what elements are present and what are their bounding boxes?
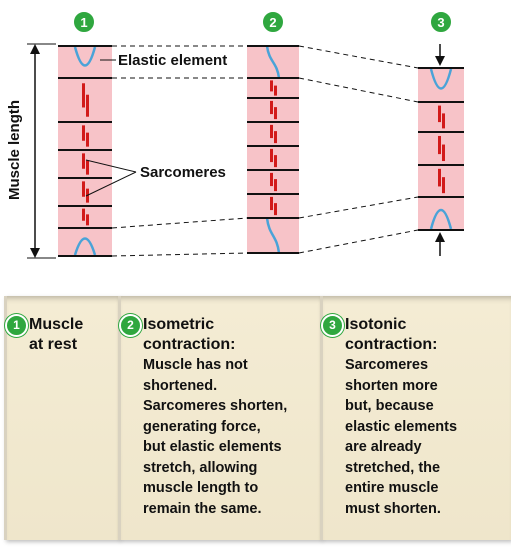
muscle-length-arrow xyxy=(27,43,56,259)
muscle-contraction-diagram: Muscle length Elastic element Sarcomeres… xyxy=(6,10,464,259)
panel-body: Muscle has not shortened. Sarcomeres sho… xyxy=(143,357,288,517)
myofilament xyxy=(82,181,85,197)
myofilament xyxy=(438,105,441,123)
svg-text:3: 3 xyxy=(437,15,444,30)
panel-badge-1: 1 xyxy=(5,314,28,337)
panel-badge-2: 2 xyxy=(119,314,142,337)
myofilament xyxy=(274,155,277,168)
svg-text:1: 1 xyxy=(80,15,87,30)
myofilament xyxy=(82,125,85,141)
myofilament xyxy=(82,83,85,108)
muscle-length-label: Muscle length xyxy=(6,100,23,200)
sarcomeres-label: Sarcomeres xyxy=(140,164,226,181)
muscle-fiber-2 xyxy=(247,45,299,254)
muscle-fiber-3 xyxy=(418,67,464,231)
myofilament xyxy=(82,153,85,169)
elastic-element xyxy=(265,217,281,254)
svg-text:2: 2 xyxy=(269,15,276,30)
stage-badge-1: 1 xyxy=(72,10,96,34)
myofilament xyxy=(270,196,273,211)
panel-body: Sarcomeres shorten more but, because ela… xyxy=(345,357,458,517)
panel-title: Isometric contraction: xyxy=(143,316,236,353)
elastic-element-label: Elastic element xyxy=(118,52,227,69)
myofilament xyxy=(274,179,277,192)
myofilament xyxy=(82,208,85,221)
myofilament xyxy=(270,172,273,187)
sarcomeres-pointer xyxy=(85,159,137,197)
myofilament xyxy=(270,80,273,92)
elastic-element xyxy=(73,46,97,67)
myofilament xyxy=(86,132,89,147)
myofilament xyxy=(86,160,89,175)
myofilament xyxy=(270,148,273,163)
myofilament xyxy=(438,135,441,155)
panel-isometric: 2 Isometric contraction: Muscle has not … xyxy=(118,296,321,540)
myofilament xyxy=(274,107,277,120)
panel-muscle-at-rest: 1 Muscle at rest xyxy=(4,296,119,540)
panel-title: Isotonic contraction: xyxy=(345,316,438,353)
panel-isotonic: 3 Isotonic contraction: Sarcomeres short… xyxy=(320,296,511,540)
myofilament xyxy=(438,168,441,187)
panel-badge-3: 3 xyxy=(321,314,344,337)
myofilament xyxy=(270,100,273,115)
elastic-element xyxy=(265,45,281,79)
myofilament xyxy=(86,214,89,226)
myofilament xyxy=(274,203,277,216)
myofilament xyxy=(442,177,445,194)
compression-arrows xyxy=(435,44,445,256)
myofilament xyxy=(86,94,89,117)
muscle-fiber-1 xyxy=(58,45,112,257)
dashed-connectors xyxy=(111,45,419,257)
myofilament xyxy=(274,131,277,144)
elastic-element xyxy=(429,68,453,90)
panel-title: Muscle at rest xyxy=(29,316,84,353)
myofilament xyxy=(442,113,445,129)
stage-badge-2: 2 xyxy=(261,10,285,34)
myofilament xyxy=(270,124,273,139)
elastic-element xyxy=(429,208,453,230)
stage-badge-3: 3 xyxy=(429,10,453,34)
myofilament xyxy=(442,144,445,162)
elastic-element xyxy=(73,237,97,256)
myofilament xyxy=(274,85,277,96)
